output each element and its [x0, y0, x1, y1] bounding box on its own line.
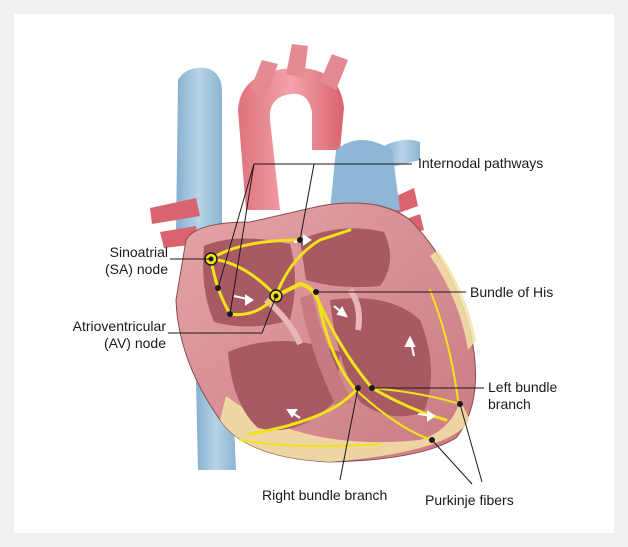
label-sa-node: Sinoatrial (SA) node — [60, 244, 168, 278]
pulmonary-trunk — [330, 140, 400, 210]
label-dot — [369, 385, 375, 391]
label-dot — [429, 437, 435, 443]
label-sa-line2: (SA) node — [60, 261, 168, 278]
label-dot — [313, 289, 319, 295]
label-dot — [355, 385, 361, 391]
label-dot — [215, 285, 221, 291]
label-left-bundle-branch: Left bundle branch — [488, 379, 557, 413]
label-internodal-pathways: Internodal pathways — [418, 155, 543, 172]
label-av-line1: Atrioventricular — [40, 318, 166, 335]
leader-purkinje — [432, 440, 472, 484]
leader-purkinje — [460, 404, 482, 482]
label-left-bundle-line1: Left bundle — [488, 379, 557, 396]
label-dot — [297, 237, 303, 243]
label-purkinje-fibers: Purkinje fibers — [425, 492, 514, 509]
left-atrium — [300, 228, 390, 287]
label-av-line2: (AV) node — [40, 335, 166, 352]
label-left-bundle-line2: branch — [488, 396, 557, 413]
label-bundle-of-his: Bundle of His — [470, 284, 553, 301]
label-dot — [227, 311, 233, 317]
label-av-node: Atrioventricular (AV) node — [40, 318, 166, 352]
label-dot — [457, 401, 463, 407]
label-right-bundle-branch: Right bundle branch — [262, 487, 387, 504]
label-sa-line1: Sinoatrial — [60, 244, 168, 261]
